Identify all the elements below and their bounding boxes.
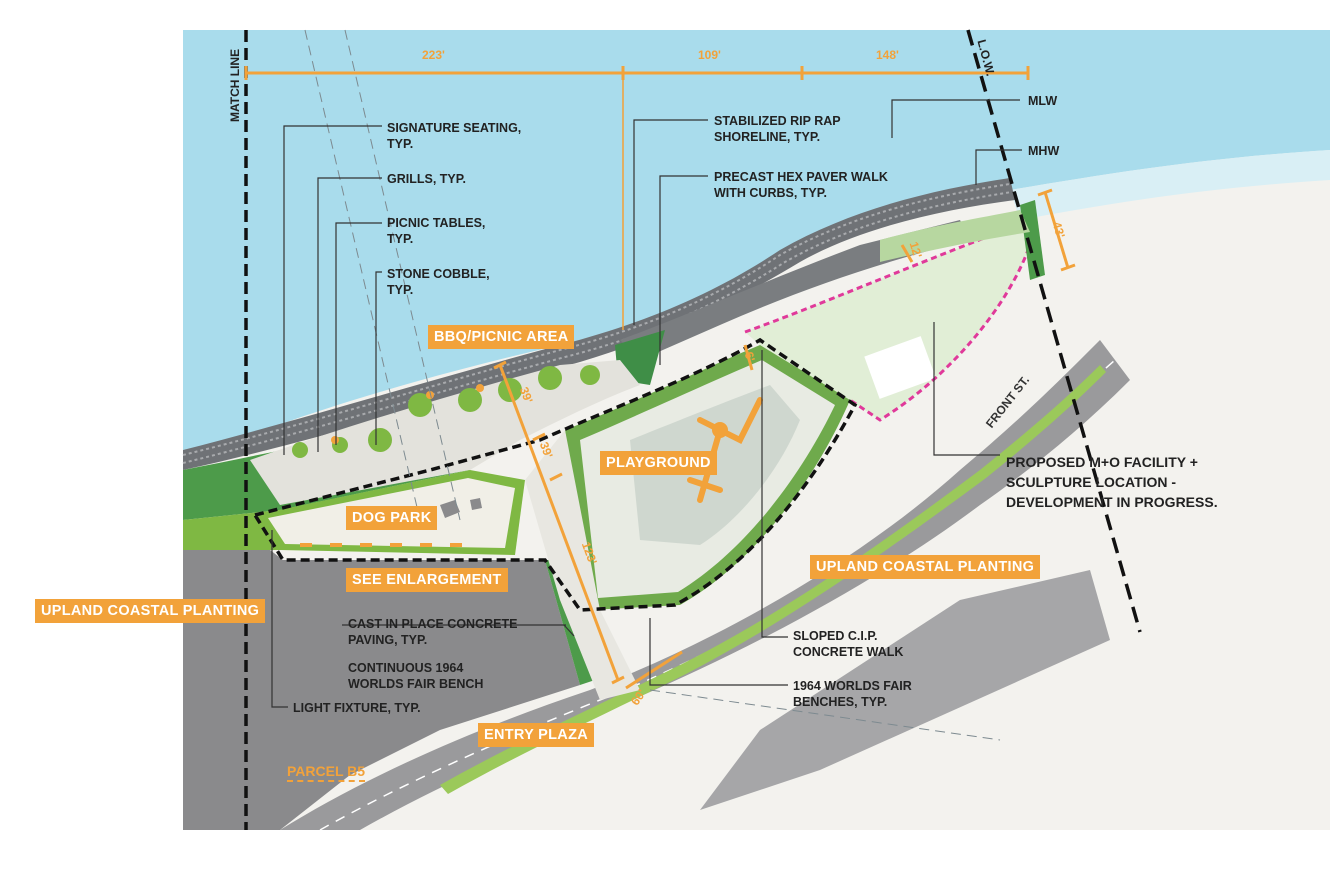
dim-148: 148' <box>876 48 899 62</box>
tag-dog-park: DOG PARK <box>346 506 438 530</box>
label-stone-cobble: STONE COBBLE,TYP. <box>387 267 490 297</box>
building-block <box>700 570 1110 810</box>
tag-entry-plaza: ENTRY PLAZA <box>478 723 594 747</box>
label-picnic-tables: PICNIC TABLES,TYP. <box>387 216 486 246</box>
rip-rap-texture <box>182 183 1011 456</box>
tag-upland-left: UPLAND COASTAL PLANTING <box>35 599 266 623</box>
label-sloped-walk: SLOPED C.I.P.CONCRETE WALK <box>793 629 904 659</box>
shallow-water <box>1010 150 1330 220</box>
dim-line-12 <box>900 244 914 263</box>
bbq-picnic-area <box>250 360 640 505</box>
mo-facility-zone <box>745 228 1035 420</box>
dim-109: 109' <box>698 48 721 62</box>
dim-line-123 <box>498 364 620 681</box>
dim-223: 223' <box>422 48 445 62</box>
road-planting <box>440 365 1106 794</box>
low-line <box>966 29 1142 633</box>
tag-upland-right: UPLAND COASTAL PLANTING <box>810 555 1041 579</box>
dim-line-43 <box>1043 191 1070 269</box>
label-signature-seating: SIGNATURE SEATING,TYP. <box>387 121 522 151</box>
label-mlw: MLW <box>1028 94 1058 108</box>
label-parcel-b5: PARCEL B5 <box>287 762 366 782</box>
dim-line-6 <box>743 344 754 371</box>
picnic-trees <box>292 365 600 458</box>
dim-line-60 <box>625 650 683 690</box>
project-boundary <box>252 337 858 612</box>
label-mo-facility: PROPOSED M+O FACILITY +SCULPTURE LOCATIO… <box>1006 454 1218 510</box>
mo-facility-boundary <box>744 226 1037 422</box>
label-mhw: MHW <box>1028 144 1060 158</box>
match-line-label: MATCH LINE <box>228 48 242 122</box>
tag-playground: PLAYGROUND <box>600 451 717 475</box>
tag-see-enlargement: SEE ENLARGEMENT <box>346 568 508 592</box>
leader-lines <box>271 99 1022 708</box>
tag-bbq-picnic: BBQ/PICNIC AREA <box>428 325 575 349</box>
entry-plaza-walk <box>525 430 640 700</box>
label-grills: GRILLS, TYP. <box>387 172 466 186</box>
parcel-b5 <box>183 550 580 830</box>
label-light-fixture: LIGHT FIXTURE, TYP. <box>293 701 421 715</box>
